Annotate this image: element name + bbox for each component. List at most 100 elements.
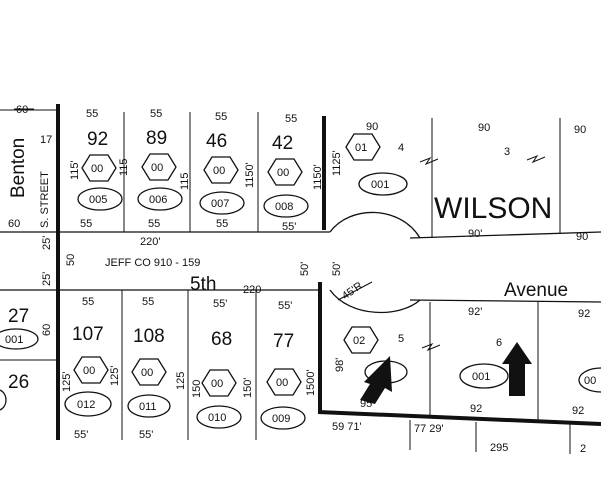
fifth-label: 5th	[190, 274, 216, 295]
arrow-icon	[360, 356, 392, 404]
lot-number: 77	[273, 331, 294, 352]
lot-number: 107	[72, 324, 104, 345]
frontage-top: 55	[82, 296, 94, 308]
lot-depth: 115	[118, 158, 130, 176]
id-oval	[0, 328, 39, 350]
s-street-label: S. STREET	[39, 171, 51, 228]
street-width: 220'	[140, 236, 160, 248]
parcel-code: 02	[353, 335, 365, 347]
parcel-code: 00	[83, 365, 95, 377]
frontage-bottom: 55	[80, 218, 92, 230]
lot-number: 4	[398, 142, 404, 154]
street-dim: 50'	[299, 262, 311, 276]
frontage-top: 55	[142, 296, 154, 308]
radius-label: 45'R	[340, 280, 365, 303]
avenue-label: Avenue	[504, 280, 568, 301]
arrow-icon	[502, 342, 532, 396]
parcel-id: 001	[371, 179, 389, 191]
lot-42[interactable]: 42 00 008	[263, 133, 309, 218]
frontage-top: 90	[366, 121, 378, 133]
lot-depth: 1150'	[312, 164, 324, 190]
id-oval	[77, 187, 123, 211]
lot-89[interactable]: 89 00 006	[137, 128, 183, 211]
lot-number: 46	[206, 131, 227, 152]
street-dim: 220	[243, 284, 261, 296]
left-number: 17	[40, 134, 52, 146]
lot-number: 108	[133, 326, 165, 347]
parcel-id: 006	[149, 194, 167, 206]
break-mark	[419, 156, 439, 166]
lot-46[interactable]: 46 00 007	[199, 131, 245, 215]
street-dim: 50	[65, 254, 77, 266]
frontage-top: 55	[215, 111, 227, 123]
frontage-bottom: 55	[216, 218, 228, 230]
frontage-top: 55'	[213, 298, 227, 310]
lot-depth: 98'	[334, 358, 346, 372]
parcel-code: 00	[277, 167, 289, 179]
lot-68[interactable]: 68 00 010	[196, 329, 242, 429]
lot-107[interactable]: 107 00 012	[64, 324, 112, 417]
dimension: 2	[580, 443, 586, 455]
id-oval	[127, 394, 171, 418]
lot-108[interactable]: 108 00 011	[127, 326, 171, 418]
id-oval	[358, 172, 408, 196]
lot-depth: 125	[175, 372, 187, 390]
id-oval	[64, 391, 112, 417]
frontage-top: 90	[478, 122, 490, 134]
cul-de-sac-radius	[337, 281, 373, 301]
frontage-top: 55	[285, 113, 297, 125]
lot-number: 42	[272, 133, 293, 154]
frontage-bottom: 55'	[74, 429, 88, 441]
lot-4[interactable]: 01 4 001	[345, 133, 408, 196]
record-reference: JEFF CO 910 - 159	[105, 257, 200, 269]
lot-depth: 115	[179, 172, 191, 190]
frontage-top: 55'	[278, 300, 292, 312]
frontage-bottom: 92	[572, 405, 584, 417]
id-oval	[196, 405, 242, 429]
parcel-code: 00	[151, 162, 163, 174]
frontage-top: 92'	[468, 306, 482, 318]
lot-number: 6	[496, 337, 502, 349]
parcel-id: 001	[5, 334, 23, 346]
avenue-south-edge	[409, 299, 601, 303]
lot-6[interactable]: 6 001	[459, 337, 509, 389]
frontage-top: 60	[16, 104, 28, 116]
parcel-id: 00	[584, 375, 596, 387]
parcel-code: 00	[213, 165, 225, 177]
lot-number: 5	[398, 333, 404, 345]
parcel-id: 010	[208, 412, 226, 424]
parcel-code: 00	[276, 377, 288, 389]
hexagon-marker	[267, 158, 303, 186]
lot-92[interactable]: 92 00 005	[77, 129, 123, 211]
id-oval	[578, 367, 601, 393]
frontage-top: 90	[574, 124, 586, 136]
lot-77[interactable]: 77 00 009	[260, 331, 306, 430]
parcel-id: 011	[139, 401, 157, 413]
lot-number: 89	[146, 128, 167, 149]
parcel-id: 008	[275, 201, 293, 213]
break-mark	[421, 342, 441, 352]
hexagon-marker	[203, 156, 239, 184]
parcel-code: 00	[211, 378, 223, 390]
frontage-top: 92	[578, 308, 590, 320]
dimension: 59 71'	[332, 421, 362, 433]
lot-number: 26	[8, 372, 29, 393]
wilson-label: WILSON	[434, 192, 552, 225]
id-oval	[260, 406, 306, 430]
id-oval	[263, 194, 309, 218]
hexagon-marker	[266, 368, 302, 396]
frontage-bottom: 92	[470, 403, 482, 415]
parcel-id: 001	[472, 371, 490, 383]
id-oval	[137, 187, 183, 211]
lot-depth: 1500'	[305, 369, 317, 396]
lot-number: 68	[211, 329, 232, 350]
lot-depth: 150	[191, 380, 203, 398]
parcel-code: 00	[91, 163, 103, 175]
parcel-id: 009	[272, 413, 290, 425]
parcel-id: 005	[89, 194, 107, 206]
hexagon-marker	[73, 356, 109, 384]
parcel-code: 01	[355, 142, 367, 154]
lot-depth: 125'	[61, 372, 73, 392]
id-oval	[459, 363, 509, 389]
lot-depth: 125'	[109, 366, 121, 386]
